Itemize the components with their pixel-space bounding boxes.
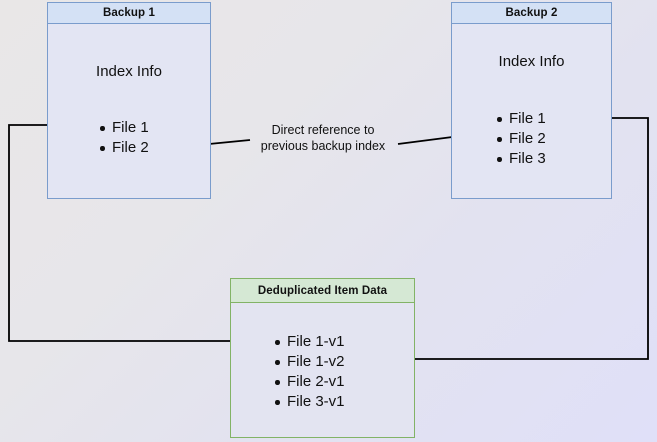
list-item: File 1	[99, 118, 149, 138]
backup1-box: Backup 1 Index Info File 1 File 2	[47, 2, 211, 199]
backup2-header: Backup 2	[452, 3, 611, 24]
backup2-box: Backup 2 Index Info File 1 File 2 File 3	[451, 2, 612, 199]
list-item: File 2-v1	[274, 372, 345, 392]
list-item: File 1-v2	[274, 352, 345, 372]
list-item: File 3	[496, 149, 546, 169]
backup2-item-list: File 1 File 2 File 3	[496, 109, 546, 169]
dedup-header: Deduplicated Item Data	[231, 279, 414, 303]
list-item: File 1-v1	[274, 332, 345, 352]
dedup-item-list: File 1-v1 File 1-v2 File 2-v1 File 3-v1	[274, 332, 345, 412]
list-item: File 3-v1	[274, 392, 345, 412]
backup1-item-list: File 1 File 2	[99, 118, 149, 158]
list-item: File 2	[496, 129, 546, 149]
list-item: File 2	[99, 138, 149, 158]
direct-reference-label: Direct reference to previous backup inde…	[260, 123, 386, 153]
list-item: File 1	[496, 109, 546, 129]
backup1-header: Backup 1	[48, 3, 210, 24]
dedup-box: Deduplicated Item Data File 1-v1 File 1-…	[230, 278, 415, 438]
backup1-caption: Index Info	[96, 63, 162, 80]
backup2-caption: Index Info	[498, 53, 565, 70]
